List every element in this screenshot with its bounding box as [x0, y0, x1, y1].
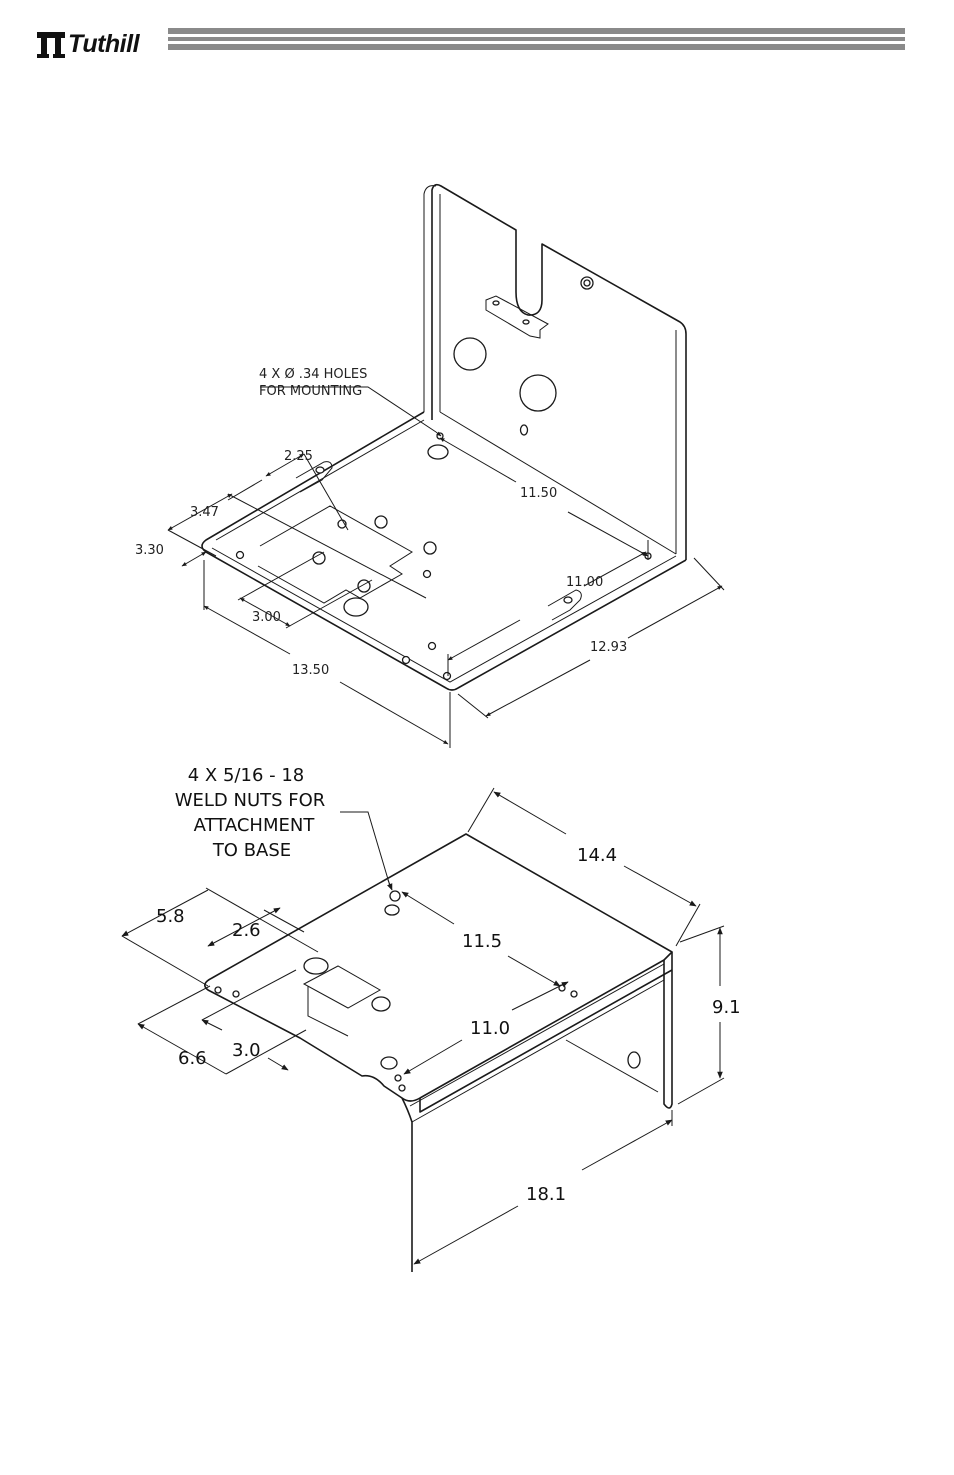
bottom-view-plate — [204, 833, 673, 1272]
dim-11-00: 11.00 — [566, 575, 603, 590]
dim-11-50: 11.50 — [520, 486, 557, 501]
dim-11-5: 11.5 — [462, 931, 502, 952]
dim-14-4: 14.4 — [577, 845, 617, 866]
top-view-labels: 4 X Ø .34 HOLES FOR MOUNTING 2.25 3.47 3… — [135, 367, 627, 678]
bottom-note-line4: TO BASE — [212, 840, 291, 861]
top-note-line1: 4 X Ø .34 HOLES — [259, 367, 367, 382]
dim-3-0: 3.0 — [232, 1040, 261, 1061]
header-rule-middle — [168, 37, 905, 41]
dim-13-50: 13.50 — [292, 663, 329, 678]
tuthill-logo-icon — [37, 32, 65, 58]
bottom-view-holes — [214, 890, 578, 1092]
dim-11-0: 11.0 — [470, 1018, 510, 1039]
bottom-note-line1: 4 X 5/16 - 18 — [188, 765, 305, 786]
dim-3-47: 3.47 — [190, 505, 219, 520]
brand-name: Tuthill — [68, 29, 140, 58]
dim-6-6: 6.6 — [178, 1048, 207, 1069]
bottom-note-line2: WELD NUTS FOR — [175, 790, 326, 811]
dim-12-93: 12.93 — [590, 640, 627, 655]
header-rule-top — [168, 28, 905, 34]
dim-18-1: 18.1 — [526, 1184, 566, 1205]
dim-5-8: 5.8 — [156, 906, 185, 927]
header-rule-bottom — [168, 44, 905, 50]
dim-9-1: 9.1 — [712, 997, 741, 1018]
tuthill-logo: Tuthill — [36, 26, 140, 62]
bottom-view-dimensions — [121, 787, 725, 1265]
top-view-dimensions — [167, 386, 725, 748]
bottom-note-line3: ATTACHMENT — [194, 815, 316, 836]
bottom-view-labels: 4 X 5/16 - 18 WELD NUTS FOR ATTACHMENT T… — [156, 765, 741, 1205]
page-header: Tuthill — [0, 0, 954, 80]
dim-3-00: 3.00 — [252, 610, 281, 625]
dim-2-25: 2.25 — [284, 449, 313, 464]
top-note-line2: FOR MOUNTING — [259, 384, 362, 399]
dim-3-30: 3.30 — [135, 543, 164, 558]
dim-2-6: 2.6 — [232, 920, 261, 941]
top-view-holes — [235, 276, 652, 681]
top-view-bracket — [201, 183, 687, 691]
